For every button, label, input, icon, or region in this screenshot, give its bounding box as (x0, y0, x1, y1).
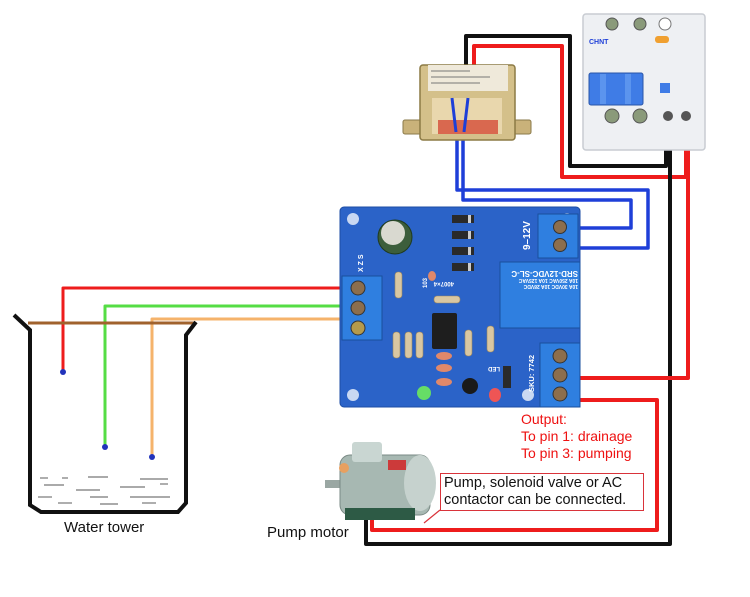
transistor (462, 378, 478, 394)
resistors (392, 271, 495, 359)
output-pin1: To pin 1: drainage (521, 428, 633, 444)
probe-tip-low (149, 454, 155, 460)
wire-secondary-1 (455, 115, 650, 250)
power-label: 9–12V (522, 221, 533, 250)
pump-motor (325, 442, 436, 520)
callout-line-1: Pump, solenoid valve or AC (444, 475, 623, 491)
probe-wire-mid (103, 304, 342, 446)
probe-tip-mid (102, 444, 108, 450)
probe-wire-low (150, 317, 342, 456)
water-surface-icon (38, 476, 170, 505)
probe-tip-high (60, 369, 66, 375)
callout-pointer (423, 509, 441, 524)
output-note: Output: To pin 1: drainage To pin 3: pum… (521, 411, 632, 462)
pump-motor-label: Pump motor (267, 524, 349, 541)
water-tower (12, 313, 198, 514)
probe-terminal-block (341, 275, 383, 341)
cap-label: 103 (423, 277, 429, 288)
wire-secondary-2 (461, 115, 633, 230)
relay-rating-1: 10A 250VAC 10A 125VAC (518, 277, 578, 283)
diodes (452, 215, 474, 271)
power-terminal-block (537, 213, 579, 259)
transformer (402, 64, 532, 141)
led-green (417, 386, 431, 400)
callout-line-2: contactor can be connected. (444, 492, 627, 508)
tank-outline (12, 313, 198, 514)
callout-box: Pump, solenoid valve or AC contactor can… (440, 473, 644, 511)
relay-rating-2: 10A 30VDC 10A 28VDC (523, 283, 578, 289)
wire-transformer-neutral (464, 34, 668, 168)
ic-chip (432, 313, 457, 349)
relay: SRD-12VDC-SL-C 10A 250VAC 10A 125VAC 10A… (499, 261, 581, 329)
output-pin3: To pin 3: pumping (521, 445, 632, 461)
output-title: Output: (521, 411, 567, 427)
circuit-breaker: CHNT (582, 13, 706, 151)
probe-labels: X Z S (358, 254, 365, 272)
wires (28, 34, 690, 546)
probe-wire-high (61, 286, 342, 371)
led-label: LED (487, 365, 500, 371)
led-red (489, 388, 501, 402)
diode-label: 4007×4 (433, 280, 454, 286)
sku-label: SKU: 7742 (527, 355, 536, 392)
breaker-brand: CHNT (589, 39, 609, 46)
output-terminal-block (539, 342, 581, 408)
relay-model: SRD-12VDC-SL-C (511, 269, 578, 278)
controller-board: X Z S 4007×4 103 (339, 206, 581, 408)
wire-relay-common (580, 130, 690, 380)
water-tower-label: Water tower (64, 519, 145, 536)
